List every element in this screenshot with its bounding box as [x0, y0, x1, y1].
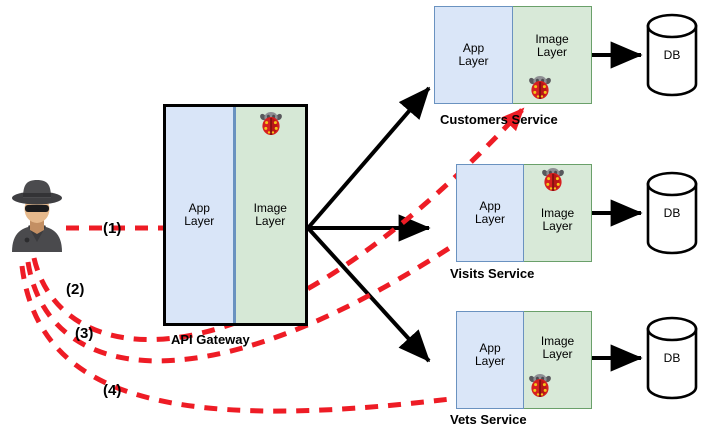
customers-image-layer-label: Image Layer: [535, 31, 569, 60]
visits-app-layer-line1: App: [479, 198, 501, 213]
gateway-app-layer-label: App Layer: [184, 200, 215, 229]
customers-app-layer: App Layer: [434, 6, 513, 104]
visits-service-node[interactable]: App Layer Image Layer: [456, 164, 592, 262]
visits-app-layer-line2: Layer: [474, 212, 506, 226]
visits-image-layer-line2: Layer: [542, 219, 573, 233]
db-visits-shape: [646, 171, 698, 255]
vets-app-layer-line1: App: [479, 340, 501, 355]
vets-image-layer-label: Image Layer: [540, 333, 575, 362]
step-label-4: (4): [103, 382, 122, 399]
vets-app-layer-label: App Layer: [474, 340, 506, 369]
db-customers-shape: [646, 13, 698, 97]
visits-image-layer-line1: Image: [540, 205, 575, 220]
vets-app-layer: App Layer: [456, 311, 524, 409]
gateway-image-layer-line2: Layer: [255, 214, 286, 228]
gateway-app-layer-line1: App: [188, 200, 210, 215]
step-label-3: (3): [75, 325, 94, 342]
visits-app-layer: App Layer: [456, 164, 524, 262]
gateway-app-layer: App Layer: [166, 107, 236, 323]
vets-app-layer-line2: Layer: [474, 354, 506, 368]
visits-image-layer-label: Image Layer: [540, 205, 575, 234]
attack-path-4: [19, 265, 522, 414]
attack-path-2: [31, 107, 525, 342]
db-label-customers: DB: [663, 48, 681, 62]
db-label-vets: DB: [663, 351, 681, 365]
customers-service-label: Customers Service: [440, 112, 558, 127]
vets-image-layer-line2: Layer: [542, 347, 573, 361]
gateway-image-layer: Image Layer: [235, 107, 305, 323]
bug-icon-vets: [527, 372, 553, 398]
customers-image-layer-line1: Image: [535, 31, 569, 46]
bug-icon-gateway: [258, 110, 284, 136]
step-label-1: (1): [103, 220, 122, 237]
gateway-image-layer-line1: Image: [253, 200, 287, 215]
arrow-gateway-to-customers: [306, 86, 431, 230]
customers-image-layer-line2: Layer: [536, 45, 567, 59]
visits-service-label: Visits Service: [450, 266, 535, 281]
api-gateway-node[interactable]: App Layer Image Layer: [163, 104, 308, 326]
vets-image-layer-line1: Image: [540, 333, 575, 348]
attacker-icon: [6, 176, 68, 252]
bug-icon-customers: [527, 74, 553, 100]
attack-path-3: [25, 181, 543, 364]
gateway-to-services-arrows: [306, 86, 431, 363]
service-to-db-arrows: [592, 41, 643, 372]
db-vets-shape: [646, 316, 698, 400]
gateway-image-layer-label: Image Layer: [253, 200, 287, 229]
gateway-app-layer-line2: Layer: [184, 214, 215, 228]
database-shapes: [646, 13, 698, 400]
customers-app-layer-line2: Layer: [458, 54, 489, 68]
db-label-visits: DB: [663, 206, 681, 220]
vets-service-node[interactable]: App Layer Image Layer: [456, 311, 592, 409]
visits-app-layer-label: App Layer: [474, 198, 506, 227]
customers-app-layer-label: App Layer: [458, 40, 489, 69]
bug-icon-visits: [540, 166, 566, 192]
api-gateway-label: API Gateway: [171, 332, 250, 347]
customers-app-layer-line1: App: [462, 40, 485, 55]
customers-service-node[interactable]: App Layer Image Layer: [434, 6, 592, 104]
vets-service-label: Vets Service: [450, 412, 527, 427]
step-label-2: (2): [66, 281, 85, 298]
